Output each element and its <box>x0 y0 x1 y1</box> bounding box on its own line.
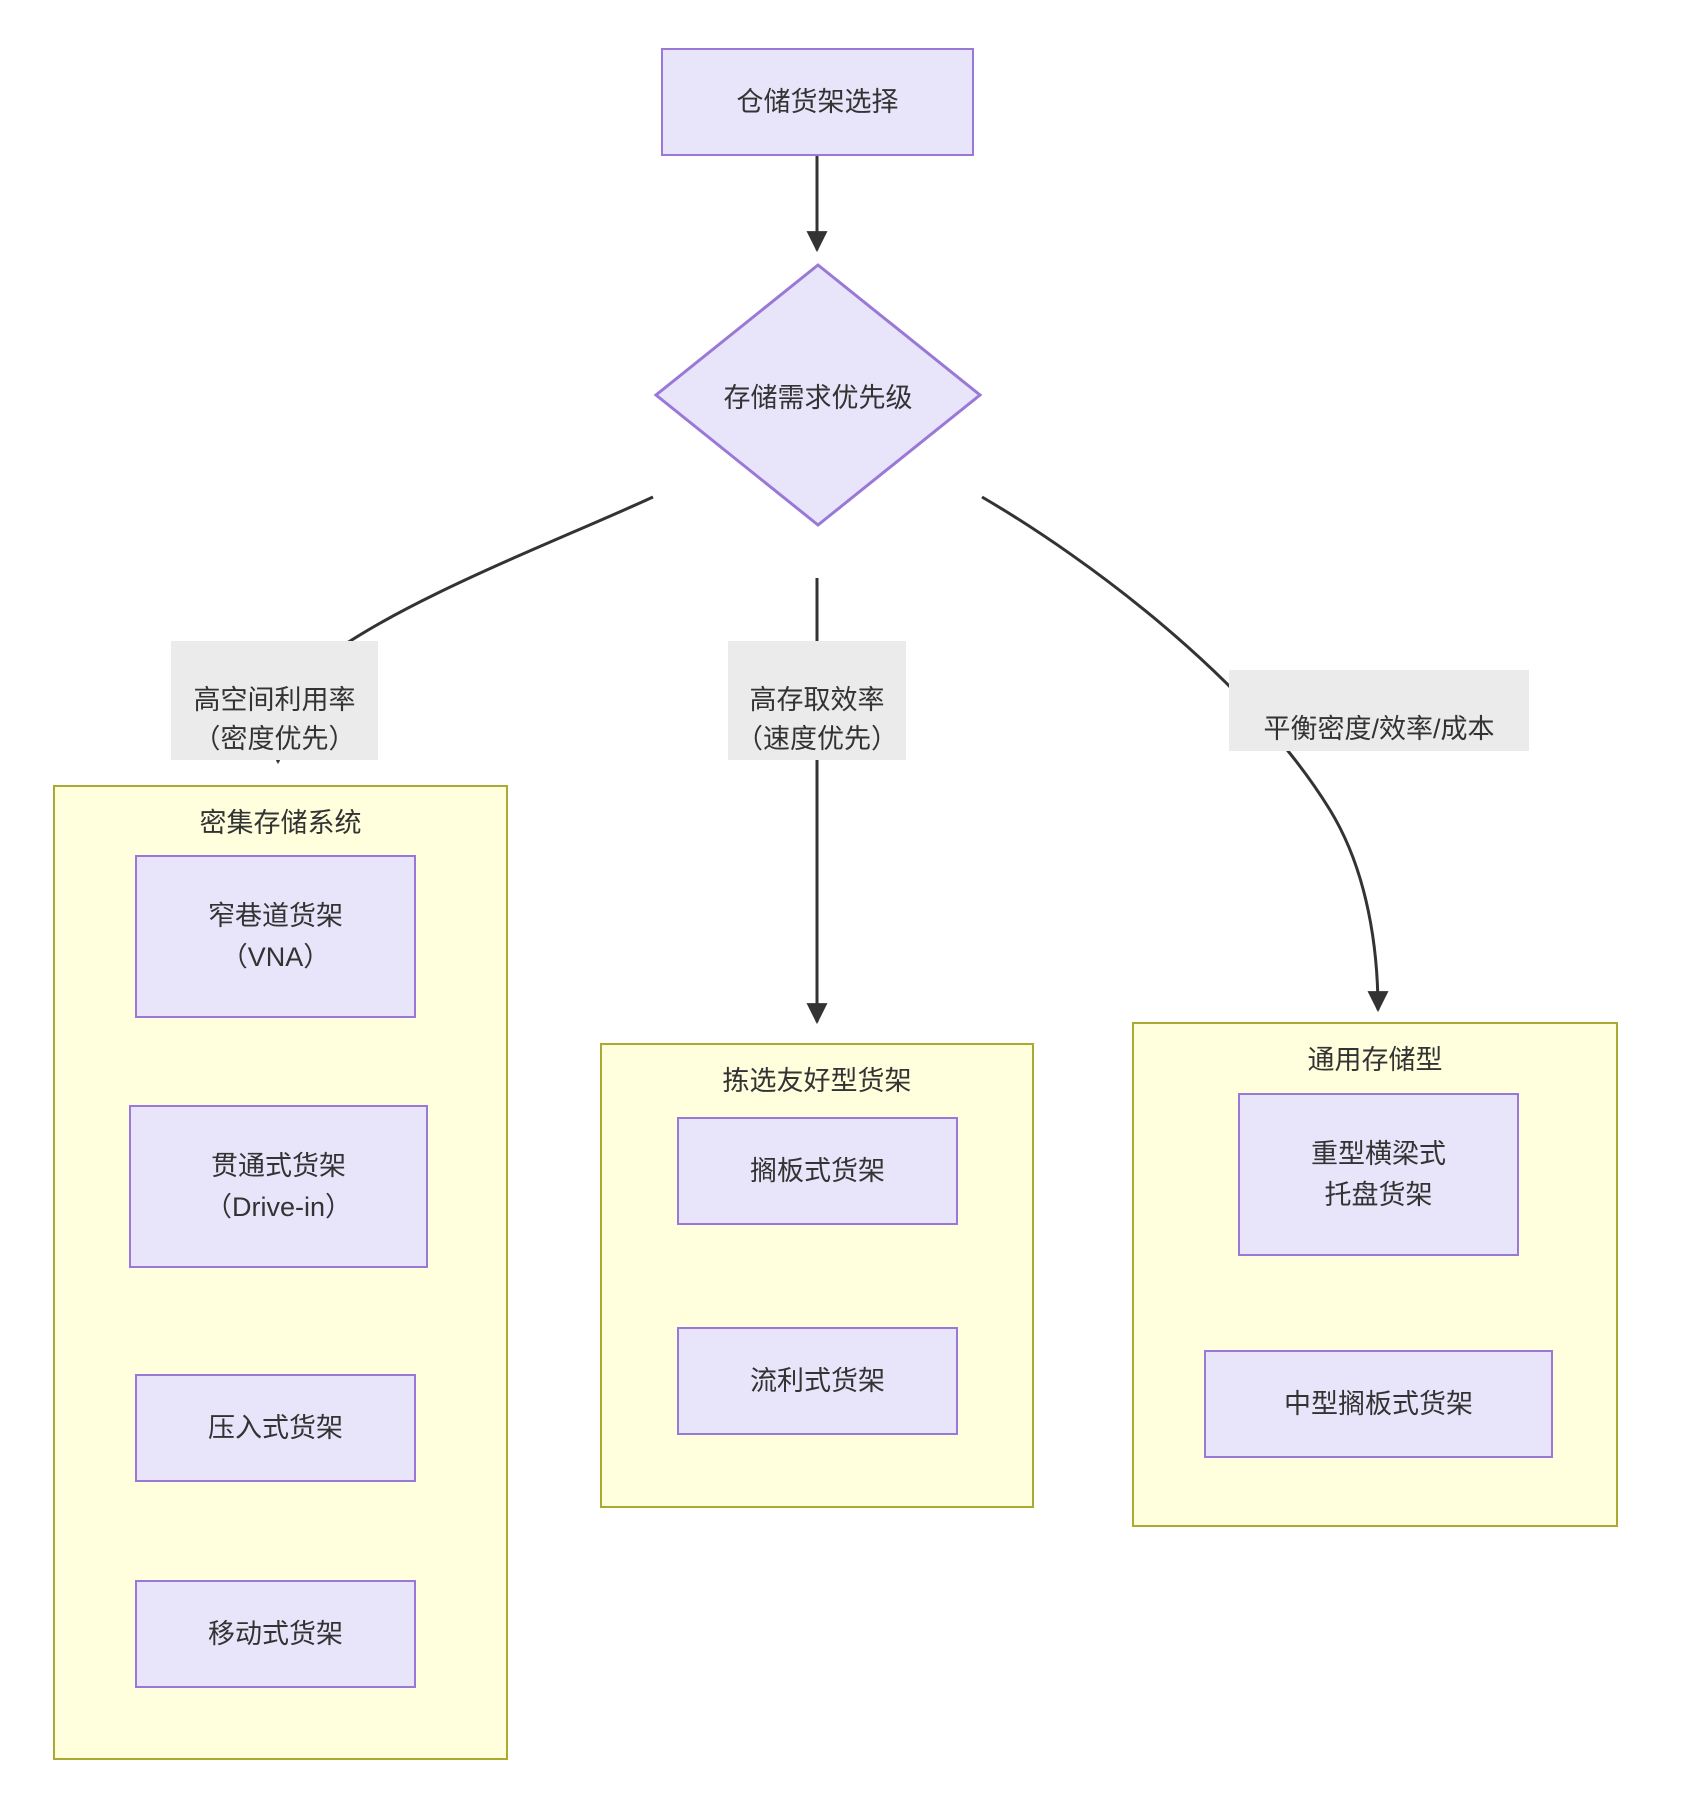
node-pushback-label: 压入式货架 <box>208 1412 343 1443</box>
node-pallet[interactable]: 重型横梁式 托盘货架 <box>1238 1093 1519 1256</box>
node-flowrack-label: 流利式货架 <box>750 1365 885 1396</box>
cluster-general-title: 通用存储型 <box>1307 1045 1443 1075</box>
edge-label-speed-text: 高存取效率 （速度优先） <box>736 685 898 754</box>
node-pushback[interactable]: 压入式货架 <box>135 1374 416 1482</box>
node-medium-shelving-label: 中型搁板式货架 <box>1284 1388 1473 1419</box>
edge-label-density: 高空间利用率 （密度优先） <box>171 641 378 760</box>
node-vna-label: 窄巷道货架 （VNA） <box>208 901 343 972</box>
node-decision-label: 存储需求优先级 <box>723 382 913 413</box>
node-shelving-label: 搁板式货架 <box>750 1155 885 1186</box>
edge-decision-to-general <box>981 495 1389 1013</box>
node-drivein-label: 贯通式货架 （Drive-in） <box>204 1151 352 1222</box>
node-root[interactable]: 仓储货架选择 <box>661 48 974 156</box>
node-drivein[interactable]: 贯通式货架 （Drive-in） <box>129 1105 428 1268</box>
node-medium-shelving[interactable]: 中型搁板式货架 <box>1204 1350 1553 1458</box>
node-shelving[interactable]: 搁板式货架 <box>677 1117 958 1225</box>
node-pallet-label: 重型横梁式 托盘货架 <box>1311 1139 1446 1210</box>
edge-label-speed: 高存取效率 （速度优先） <box>728 641 906 760</box>
cluster-picking: 拣选友好型货架 <box>600 1043 1034 1508</box>
node-decision[interactable]: 存储需求优先级 <box>653 262 983 528</box>
edge-label-balance: 平衡密度/效率/成本 <box>1229 670 1529 751</box>
node-root-label: 仓储货架选择 <box>736 86 899 117</box>
node-mobile[interactable]: 移动式货架 <box>135 1580 416 1688</box>
edge-label-balance-text: 平衡密度/效率/成本 <box>1263 714 1495 745</box>
node-mobile-label: 移动式货架 <box>208 1618 343 1649</box>
edge-label-density-text: 高空间利用率 （密度优先） <box>193 685 356 754</box>
cluster-picking-title: 拣选友好型货架 <box>722 1066 912 1096</box>
node-flowrack[interactable]: 流利式货架 <box>677 1327 958 1435</box>
node-vna[interactable]: 窄巷道货架 （VNA） <box>135 855 416 1018</box>
diamond-shape <box>653 263 983 527</box>
cluster-dense-title: 密集存储系统 <box>199 808 362 838</box>
